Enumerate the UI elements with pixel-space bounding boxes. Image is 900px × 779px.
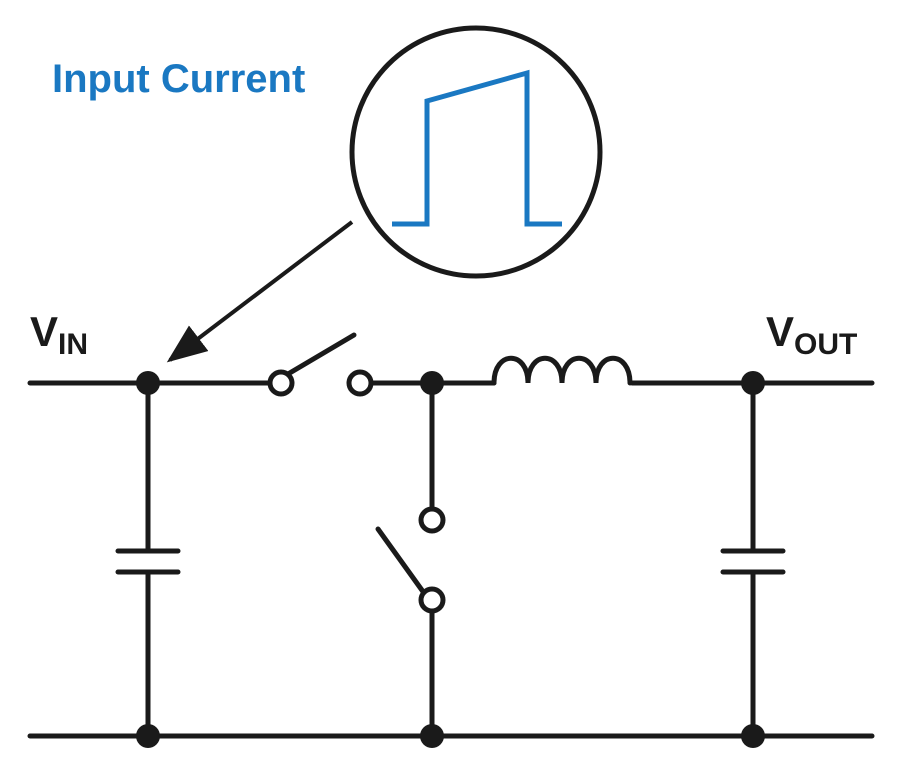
inductor [491, 355, 633, 386]
vout-node [741, 371, 765, 395]
ground-node-middle [420, 724, 444, 748]
output-capacitor [720, 380, 786, 739]
junction-nodes [136, 371, 765, 748]
input-current-title: Input Current [52, 57, 305, 101]
low-side-switch [375, 380, 446, 739]
input-current-waveform [392, 69, 562, 227]
ground-node-left [136, 724, 160, 748]
input-current-magnifier [349, 25, 603, 279]
vout-label: VOUT [766, 308, 857, 361]
high-side-switch [267, 332, 374, 397]
ground-node-right [741, 724, 765, 748]
pointer-arrow [166, 220, 354, 363]
switch-node [420, 371, 444, 395]
vin-label: VIN [30, 308, 88, 361]
input-capacitor [115, 380, 181, 739]
vin-node [136, 371, 160, 395]
